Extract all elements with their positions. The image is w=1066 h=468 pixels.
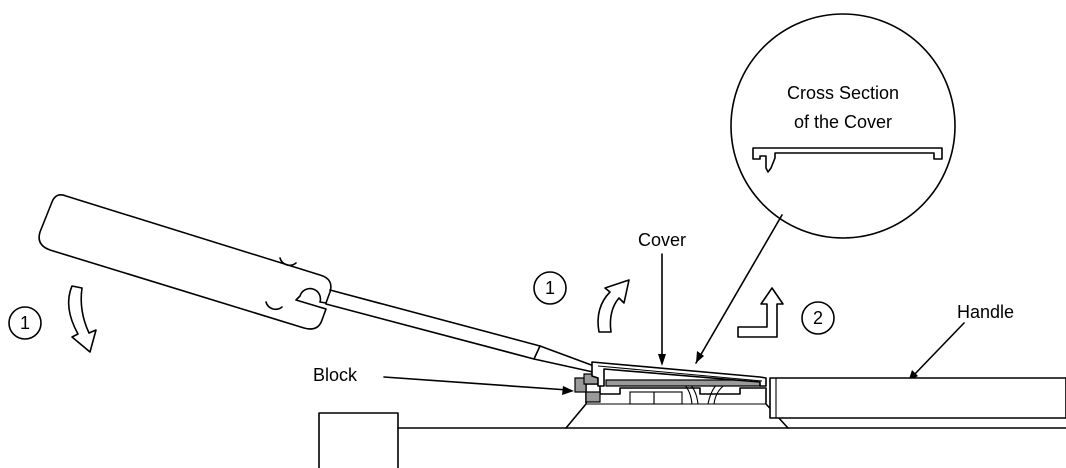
inset-leader-arrowhead [696, 351, 704, 363]
cover-plate-inner-line [597, 365, 763, 382]
base-assembly [318, 361, 1066, 468]
cover-label: Cover [638, 230, 686, 250]
inset-circle [730, 13, 956, 239]
handle-notch-top [279, 257, 297, 267]
block-leader-line [383, 376, 569, 391]
screwdriver-shaft-bottom [325, 303, 535, 360]
rotate-down-arrow [67, 285, 97, 353]
handle-leader-line [911, 322, 965, 378]
screwdriver [38, 194, 595, 373]
handle-notch-bottom [265, 301, 283, 311]
block-label: Block [313, 365, 358, 385]
cover-leader-arrowhead [658, 354, 666, 366]
step-1-left: 1 [8, 285, 97, 353]
handle-callout: Handle [908, 302, 1014, 382]
housing-slot-1 [629, 391, 655, 405]
cross-section-label-line1: Cross Section [787, 83, 899, 103]
step-1-center: 1 [533, 271, 630, 333]
step-2-number: 2 [813, 308, 823, 328]
cover-profile-shape [752, 147, 943, 173]
handle-bar [769, 377, 1066, 419]
step-2: 2 [737, 287, 835, 338]
screwdriver-tip [533, 345, 595, 373]
screwdriver-handle [38, 194, 332, 330]
cross-section-label-line2: of the Cover [794, 112, 892, 132]
inset-leader-line [695, 214, 783, 364]
step-1-left-circle [8, 306, 42, 340]
step-1-center-number: 1 [545, 278, 555, 298]
step-1-center-circle [533, 271, 567, 305]
handle-label: Handle [957, 302, 1014, 322]
cover-plate [591, 361, 767, 387]
cover-callout: Cover [638, 230, 686, 366]
step-2-circle [801, 301, 835, 335]
lift-up-arrow [597, 279, 630, 333]
base-left-stub [318, 412, 399, 468]
cross-section-inset: Cross Section of the Cover [695, 13, 956, 364]
block-callout: Block [313, 365, 574, 395]
step-1-left-number: 1 [20, 313, 30, 333]
slide-up-arrow [737, 287, 784, 338]
block-leader-arrowhead [562, 386, 574, 395]
screwdriver-shaft-top [329, 289, 541, 347]
connector-housing [565, 383, 789, 429]
cover-base-rail [605, 379, 761, 387]
housing-slot-2 [653, 391, 683, 405]
